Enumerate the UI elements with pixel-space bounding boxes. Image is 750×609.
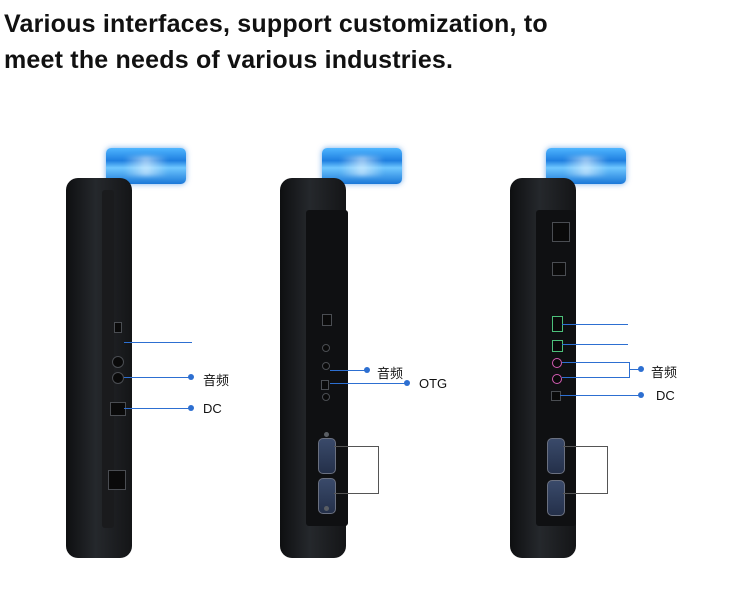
device-1-line-audio	[124, 377, 192, 378]
device-1-port-small	[114, 322, 122, 333]
device-3-pink-jack	[552, 358, 562, 368]
device-3-green-jack-2	[552, 340, 563, 352]
device-2-screw-1	[324, 432, 329, 437]
device-2-screw-2	[324, 506, 329, 511]
device-3-serial-port-2	[547, 480, 565, 516]
device-1-side-edge	[102, 190, 114, 528]
device-2-line-audio	[330, 370, 368, 371]
headline: Various interfaces, support customizatio…	[4, 6, 548, 78]
device-1-port-round	[112, 356, 124, 368]
device-3-serial-bracket	[563, 446, 608, 494]
device-2-dot-audio	[364, 367, 370, 373]
device-1-dot-dc	[188, 405, 194, 411]
device-3-line-audio-a	[562, 362, 630, 363]
headline-line-2: meet the needs of various industries.	[4, 46, 454, 74]
device-3-serial-port-1	[547, 438, 565, 474]
device-3-vline-audio	[629, 362, 630, 378]
device-1-audio-jack	[112, 372, 124, 384]
device-2-serial-port-2	[318, 478, 336, 514]
device-2-port-b	[322, 344, 330, 352]
device-1-dot-audio	[188, 374, 194, 380]
device-3-label-audio: 音频	[651, 365, 678, 380]
device-1-line-top	[124, 342, 192, 343]
device-3-line-dc	[560, 395, 642, 396]
device-3-line-top	[562, 324, 628, 325]
device-2-dot-otg	[404, 380, 410, 386]
device-3-port-a	[552, 262, 566, 276]
device-3-line-audio-b	[562, 377, 630, 378]
device-1-bottom-port	[108, 470, 126, 490]
headline-line-1: Various interfaces, support customizatio…	[4, 10, 548, 38]
device-1-line-dc	[124, 408, 192, 409]
device-2-label-audio: 音频	[377, 366, 404, 381]
device-2-line-otg	[330, 383, 408, 384]
device-1-body	[66, 178, 132, 558]
device-1-label-dc: DC	[203, 401, 222, 416]
device-3-line-audio-out	[629, 369, 641, 370]
device-2-serial-port-1	[318, 438, 336, 474]
device-3-dc-jack	[551, 391, 561, 401]
device-2-port-a	[322, 314, 332, 326]
device-3-label-dc: DC	[656, 388, 675, 403]
device-3-switch	[552, 222, 570, 242]
device-3-dot-dc	[638, 392, 644, 398]
device-2-serial-bracket	[334, 446, 379, 494]
device-2-label-otg: OTG	[419, 376, 448, 391]
device-2-audio-jack	[322, 362, 330, 370]
device-3-line-mid	[562, 344, 628, 345]
device-1-dc-jack	[110, 402, 126, 416]
device-1-label-audio: 音频	[203, 373, 230, 388]
device-2-otg-port	[321, 380, 329, 390]
device-2-port-c	[322, 393, 330, 401]
device-3-audio-jack	[552, 374, 562, 384]
device-3-dot-audio	[638, 366, 644, 372]
